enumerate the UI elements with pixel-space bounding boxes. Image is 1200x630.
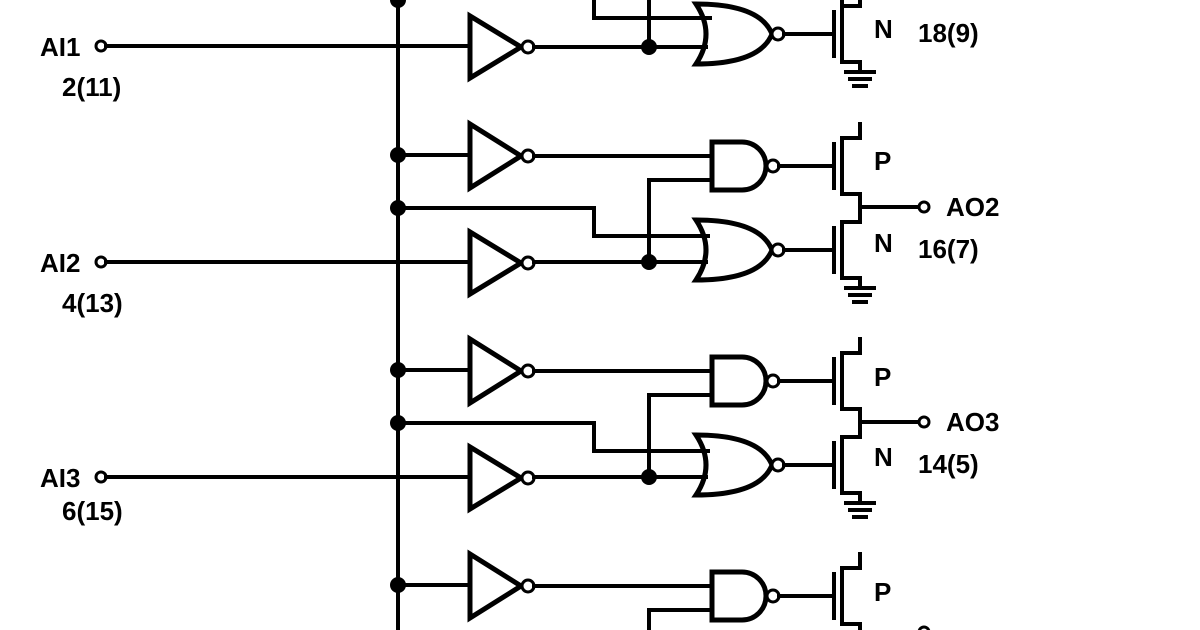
nmos-source	[840, 60, 862, 74]
pmos-source	[840, 337, 862, 355]
nor-gate-symbol	[691, 432, 775, 498]
nmos-label: N	[874, 14, 893, 44]
nor-gate-symbol	[691, 1, 775, 67]
wire	[647, 393, 714, 479]
nor-gate-symbol	[691, 217, 775, 283]
nmos-source	[840, 491, 862, 505]
pmos-label: P	[874, 362, 891, 392]
output-label-ao3: AO3	[946, 407, 999, 437]
stage-2: AI2 4(13) P AO2 16(7) N	[40, 119, 999, 318]
pmos-label: P	[874, 577, 891, 607]
pmos-label: P	[874, 146, 891, 176]
nmos-label: N	[874, 442, 893, 472]
wire	[647, 608, 714, 630]
wire	[396, 421, 710, 453]
input-label-ai3: AI3	[40, 463, 80, 493]
output-pin-ao3: 14(5)	[918, 449, 979, 479]
stage-4: P	[390, 549, 931, 630]
input-label-ai2: AI2	[40, 248, 80, 278]
stage-3: AI3 6(15) P AO3 14(5) N	[40, 334, 999, 526]
output-terminal-ao3[interactable]	[917, 415, 931, 429]
stage-1: AI1 2(11) N 18(9)	[40, 0, 979, 102]
bus-junction-top	[390, 0, 406, 8]
wire	[396, 206, 710, 238]
pmos-drain	[840, 407, 862, 439]
inverter-symbol	[467, 11, 526, 83]
inverter-symbol	[467, 442, 526, 514]
pmos-source	[840, 122, 862, 140]
input-pin-ai2: 4(13)	[62, 288, 123, 318]
inverter-symbol	[467, 334, 526, 408]
output-pin-ao2: 16(7)	[918, 234, 979, 264]
input-label-ai1: AI1	[40, 32, 80, 62]
output-label-ao2: AO2	[946, 192, 999, 222]
nmos-label: N	[874, 228, 893, 258]
inverter-symbol	[467, 227, 526, 299]
pmos-drain	[840, 622, 862, 630]
output-terminal-ao4[interactable]	[917, 625, 931, 630]
inverter-symbol	[467, 549, 526, 623]
nand-gate-symbol	[709, 569, 769, 623]
nmos-source	[840, 276, 862, 290]
wire	[840, 0, 862, 8]
nand-gate-symbol	[709, 139, 769, 193]
inverter-symbol	[467, 119, 526, 193]
output-pin-ao1: 18(9)	[918, 18, 979, 48]
input-pin-ai3: 6(15)	[62, 496, 123, 526]
input-pin-ai1: 2(11)	[62, 72, 121, 102]
wire	[592, 0, 712, 20]
pmos-drain	[840, 192, 862, 224]
pmos-source	[840, 552, 862, 570]
nand-gate-symbol	[709, 354, 769, 408]
wire	[647, 178, 714, 264]
output-terminal-ao2[interactable]	[917, 200, 931, 214]
